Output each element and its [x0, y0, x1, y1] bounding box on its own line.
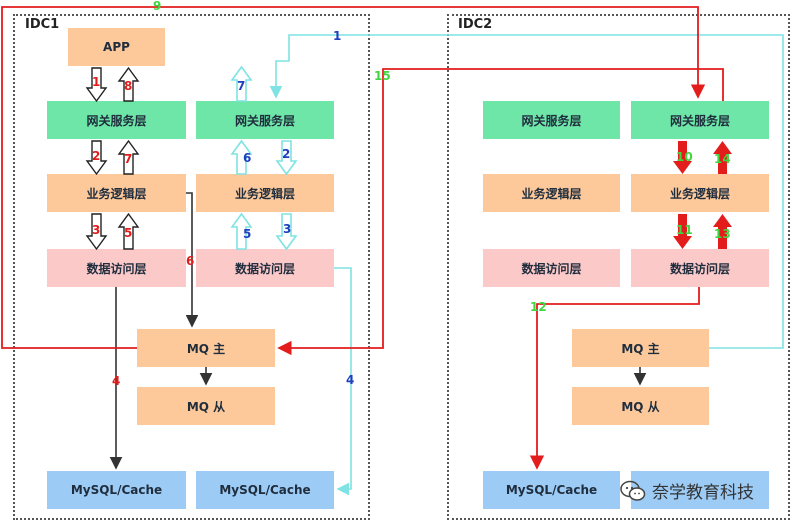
label-5-cyan: 5 [243, 227, 252, 241]
arrow-14-red [713, 141, 732, 174]
line-12-red [529, 287, 700, 470]
idc2-data-access-left: 数据访问层 [483, 249, 620, 287]
idc1-title: IDC1 [25, 17, 60, 32]
idc1-db-left: MySQL/Cache [47, 471, 186, 509]
idc1-gateway-right: 网关服务层 [196, 101, 334, 139]
label-4-dark: 4 [112, 374, 121, 388]
label-8: 8 [124, 79, 133, 93]
idc1-business-left: 业务逻辑层 [47, 174, 186, 212]
arrow-3 [85, 213, 108, 251]
chat-bubbles-icon [620, 480, 646, 501]
label-7-cyan: 7 [237, 79, 246, 93]
label-6-cyan: 6 [243, 151, 252, 165]
label-11: 11 [676, 223, 693, 237]
arrow-13-red [713, 214, 732, 249]
idc2-title: IDC2 [458, 17, 493, 32]
idc1-mq-slave: MQ 从 [137, 387, 275, 425]
arrow-8 [117, 66, 140, 102]
idc2-region [447, 14, 790, 520]
label-14: 14 [714, 152, 731, 166]
label-15: 15 [374, 69, 391, 83]
idc1-db-right: MySQL/Cache [196, 471, 334, 509]
label-6: 6 [186, 254, 195, 268]
idc2-business-left: 业务逻辑层 [483, 174, 620, 212]
idc2-db-right [631, 471, 769, 509]
arrow-5 [117, 212, 140, 250]
arrow-11-red [673, 214, 692, 249]
line-15-red [277, 68, 724, 356]
idc2-data-access-right: 数据访问层 [631, 249, 769, 287]
idc1-gateway-left: 网关服务层 [47, 101, 186, 139]
watermark: 奈学教育科技 [620, 478, 754, 503]
idc2-mq-master: MQ 主 [572, 329, 709, 367]
watermark-text: 奈学教育科技 [652, 483, 754, 503]
label-5: 5 [124, 226, 133, 240]
label-3-cyan: 3 [283, 222, 292, 236]
label-13: 13 [714, 227, 731, 241]
label-7: 7 [124, 152, 133, 166]
idc2-business-right: 业务逻辑层 [631, 174, 769, 212]
app-node: APP [68, 28, 165, 66]
arrow-2 [85, 140, 108, 176]
arrow-3-cyan [275, 213, 298, 251]
idc2-db-left: MySQL/Cache [483, 471, 620, 509]
label-4-cyan: 4 [346, 373, 355, 387]
label-1: 1 [92, 75, 101, 89]
idc1-business-right: 业务逻辑层 [196, 174, 334, 212]
line-4-cyan [334, 267, 352, 496]
idc2-gateway-right: 网关服务层 [631, 101, 769, 139]
label-3: 3 [92, 223, 101, 237]
arrow-2-cyan [275, 140, 298, 176]
arrow-1 [85, 67, 108, 103]
label-10: 10 [676, 150, 693, 164]
idc2-gateway-left: 网关服务层 [483, 101, 620, 139]
label-9: 9 [153, 0, 162, 13]
idc1-data-access-right: 数据访问层 [196, 249, 334, 287]
label-1-cyan: 1 [333, 29, 342, 43]
label-2-cyan: 2 [282, 147, 291, 161]
idc1-data-access-left: 数据访问层 [47, 249, 186, 287]
arrow-6-cyan [230, 139, 253, 175]
idc1-mq-master: MQ 主 [137, 329, 275, 367]
label-2: 2 [92, 149, 101, 163]
idc2-mq-slave: MQ 从 [572, 387, 709, 425]
arrow-7 [117, 139, 140, 175]
arrow-5-cyan [230, 212, 253, 250]
idc1-region [13, 14, 370, 520]
line-1-cyan [269, 34, 784, 349]
arrow-7-cyan [230, 65, 253, 102]
arrow-10-red [673, 141, 692, 174]
line-9-red [1, 6, 706, 349]
label-12: 12 [530, 300, 547, 314]
line-6 [185, 192, 199, 328]
